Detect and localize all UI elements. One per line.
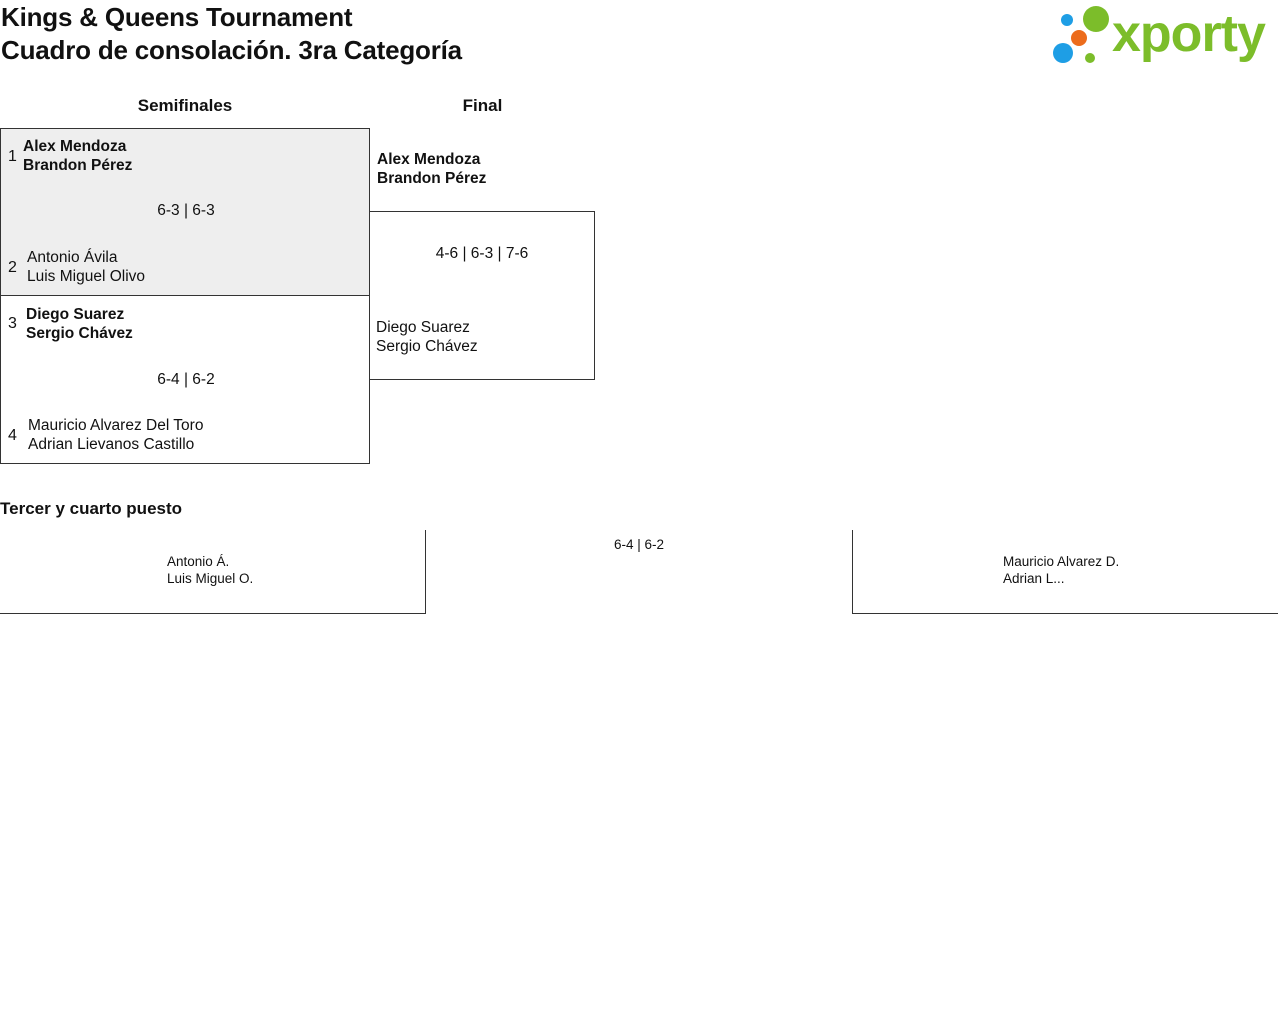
player-name: Diego Suarez [26,306,125,323]
player-name: Luis Miguel Olivo [27,268,146,285]
semifinals-heading: Semifinales [137,96,233,115]
player-name: Alex Mendoza [23,138,127,155]
match-score: 4-6 | 6-3 | 7-6 [435,245,529,262]
third-place-right-team[interactable]: Mauricio Alvarez D. Adrian L... [852,530,1278,614]
seed-number: 2 [8,259,17,276]
match-score: 6-4 | 6-2 [157,371,215,388]
semifinal-match-1[interactable]: 1 Alex Mendoza Brandon Pérez 6-3 | 6-3 2… [0,128,370,296]
xporty-logo: xporty [1050,4,1278,68]
player-name: Mauricio Alvarez Del Toro [28,417,204,434]
seed-number: 3 [8,315,17,332]
player-name: Sergio Chávez [376,338,478,355]
third-place-score: 6-4 | 6-2 [613,537,665,552]
player-name: Antonio Á. [167,554,230,569]
tournament-title: Kings & Queens Tournament [1,2,353,32]
match-score: 6-3 | 6-3 [157,202,215,219]
third-place-heading: Tercer y cuarto puesto [0,499,183,518]
player-name: Antonio Ávila [27,249,118,266]
final-team-1-player: Alex Mendoza [377,151,481,168]
player-name: Adrian L... [1003,571,1065,586]
final-match[interactable]: 4-6 | 6-3 | 7-6 Diego Suarez Sergio Cháv… [369,211,595,380]
player-name: Mauricio Alvarez D. [1003,554,1120,569]
player-name: Brandon Pérez [23,157,133,174]
logo-text: xporty [1112,5,1266,63]
final-team-1-player: Brandon Pérez [377,170,487,187]
seed-number: 4 [8,427,17,444]
final-heading: Final [462,96,503,115]
page-subtitle: Cuadro de consolación. 3ra Categoría [1,35,462,65]
player-name: Adrian Lievanos Castillo [28,436,195,453]
logo-dots-icon [1053,6,1109,63]
player-name: Sergio Chávez [26,325,133,342]
seed-number: 1 [8,148,17,165]
player-name: Luis Miguel O. [167,571,254,586]
player-name: Diego Suarez [376,319,470,336]
semifinal-match-2[interactable]: 3 Diego Suarez Sergio Chávez 6-4 | 6-2 4… [0,295,370,464]
third-place-left-team[interactable]: Antonio Á. Luis Miguel O. [0,530,426,614]
